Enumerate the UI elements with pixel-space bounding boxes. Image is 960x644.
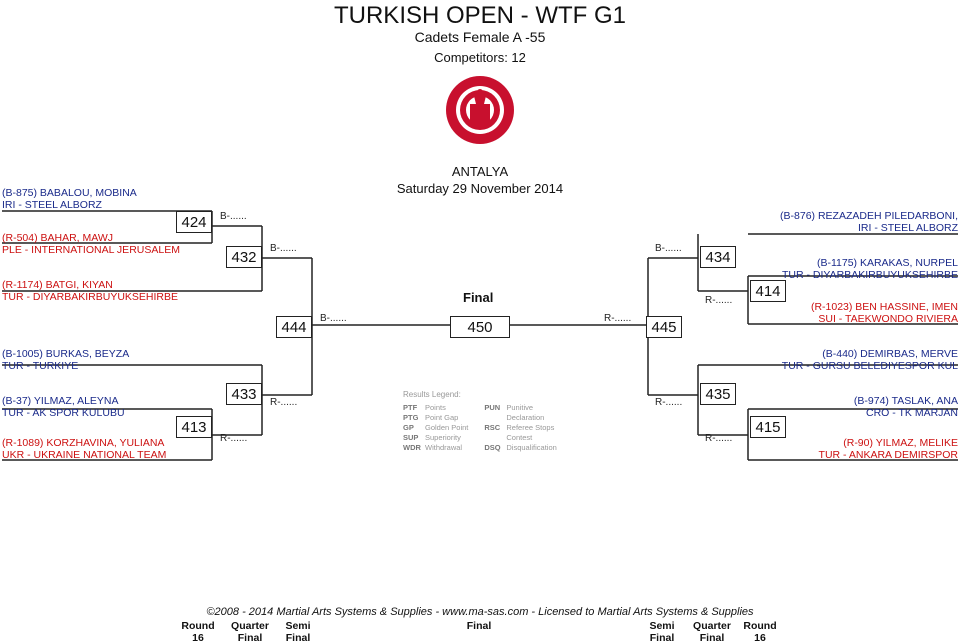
player-name: (B-37) YILMAZ, ALEYNA — [2, 395, 119, 407]
match-box-434[interactable]: 434 — [700, 246, 736, 268]
player-club: UKR - UKRAINE NATIONAL TEAM — [2, 449, 167, 461]
player-left-4: (B-1005) BURKAS, BEYZA TUR - TURKIYE — [2, 348, 129, 372]
player-club: TUR - ANKARA DEMIRSPOR — [818, 449, 958, 461]
player-left-5: (B-37) YILMAZ, ALEYNA TUR - AK SPOR KULU… — [2, 395, 125, 419]
federation-logo — [444, 74, 516, 146]
player-club: TUR - GURSU BELEDIYESPOR KUL — [781, 360, 958, 372]
player-name: (R-90) YILMAZ, MELIKE — [843, 437, 958, 449]
copyright-text: ©2008 - 2014 Martial Arts Systems & Supp… — [206, 606, 754, 618]
player-right-3: (R-1023) BEN HASSINE, IMEN SUI - TAEKWON… — [811, 301, 958, 325]
player-club: TUR - TURKIYE — [2, 360, 79, 372]
player-name: (B-1175) KARAKAS, NURPEL — [816, 257, 958, 269]
match-box-450[interactable]: 450 — [450, 316, 510, 338]
player-right-4: (B-440) DEMIRBAS, MERVE TUR - GURSU BELE… — [782, 348, 958, 372]
match-box-444[interactable]: 444 — [276, 316, 312, 338]
player-name: (R-1023) BEN HASSINE, IMEN — [810, 301, 958, 313]
match-box-415[interactable]: 415 — [750, 416, 786, 438]
player-name: (R-504) BAHAR, MAWJ — [2, 232, 114, 244]
result-blue: B-...... — [270, 243, 297, 254]
player-club: TUR - DIYARBAKIRBUYUKSEHIRBE — [781, 269, 958, 281]
tournament-title: TURKISH OPEN - WTF G1 — [333, 2, 626, 29]
match-box-433[interactable]: 433 — [226, 383, 262, 405]
player-name: (R-1089) KORZHAVINA, YULIANA — [2, 437, 165, 449]
footer-final: Final — [466, 620, 492, 632]
player-right-1: (B-876) REZAZADEH PILEDARBONI, IRI - STE… — [780, 210, 958, 234]
match-box-432[interactable]: 432 — [226, 246, 262, 268]
match-box-413[interactable]: 413 — [176, 416, 212, 438]
division-label: Cadets Female A -55 — [414, 29, 546, 45]
result-blue: B-...... — [320, 313, 347, 324]
result-red: R-...... — [220, 433, 248, 444]
player-name: (R-1174) BATGI, KIYAN — [2, 279, 113, 291]
match-box-424[interactable]: 424 — [176, 211, 212, 233]
player-club: CRO - TK MARJAN — [866, 407, 958, 419]
player-club: TUR - DIYARBAKIRBUYUKSEHIRBE — [2, 291, 179, 303]
result-red: R-...... — [604, 313, 632, 324]
result-red: R-...... — [705, 295, 733, 306]
player-club: IRI - STEEL ALBORZ — [2, 199, 102, 211]
result-red: R-...... — [705, 433, 733, 444]
player-club: SUI - TAEKWONDO RIVIERA — [818, 313, 958, 325]
legend-title: Results Legend: — [403, 390, 461, 399]
result-blue: B-...... — [220, 211, 247, 222]
player-left-2: (R-504) BAHAR, MAWJ PLE - INTERNATIONAL … — [2, 232, 180, 256]
result-red: R-...... — [655, 397, 683, 408]
competitors-count: Competitors: 12 — [434, 50, 526, 65]
player-left-3: (R-1174) BATGI, KIYAN TUR - DIYARBAKIRBU… — [2, 279, 178, 303]
player-name: (B-876) REZAZADEH PILEDARBONI, — [780, 210, 958, 222]
final-label: Final — [463, 290, 494, 305]
player-name: (B-1005) BURKAS, BEYZA — [2, 348, 130, 360]
match-box-435[interactable]: 435 — [700, 383, 736, 405]
match-box-445[interactable]: 445 — [646, 316, 682, 338]
player-right-6: (R-90) YILMAZ, MELIKE TUR - ANKARA DEMIR… — [819, 437, 958, 461]
player-right-2: (B-1175) KARAKAS, NURPEL TUR - DIYARBAKI… — [782, 257, 958, 281]
match-box-414[interactable]: 414 — [750, 280, 786, 302]
player-name: (B-440) DEMIRBAS, MERVE — [822, 348, 958, 360]
turkiye-taekwondo-federasyonu-logo-icon — [446, 76, 514, 144]
date-label: Saturday 29 November 2014 — [396, 181, 564, 196]
player-name: (B-875) BABALOU, MOBINA — [2, 187, 137, 199]
player-club: PLE - INTERNATIONAL JERUSALEM — [2, 244, 180, 256]
result-blue: B-...... — [655, 243, 682, 254]
result-red: R-...... — [270, 397, 298, 408]
player-club: IRI - STEEL ALBORZ — [858, 222, 958, 234]
player-left-1: (B-875) BABALOU, MOBINA IRI - STEEL ALBO… — [2, 187, 137, 211]
player-right-5: (B-974) TASLAK, ANA CRO - TK MARJAN — [854, 395, 958, 419]
player-club: TUR - AK SPOR KULUBU — [2, 407, 125, 419]
player-name: (B-974) TASLAK, ANA — [853, 395, 958, 407]
city-label: ANTALYA — [451, 164, 509, 179]
player-left-6: (R-1089) KORZHAVINA, YULIANA UKR - UKRAI… — [2, 437, 166, 461]
